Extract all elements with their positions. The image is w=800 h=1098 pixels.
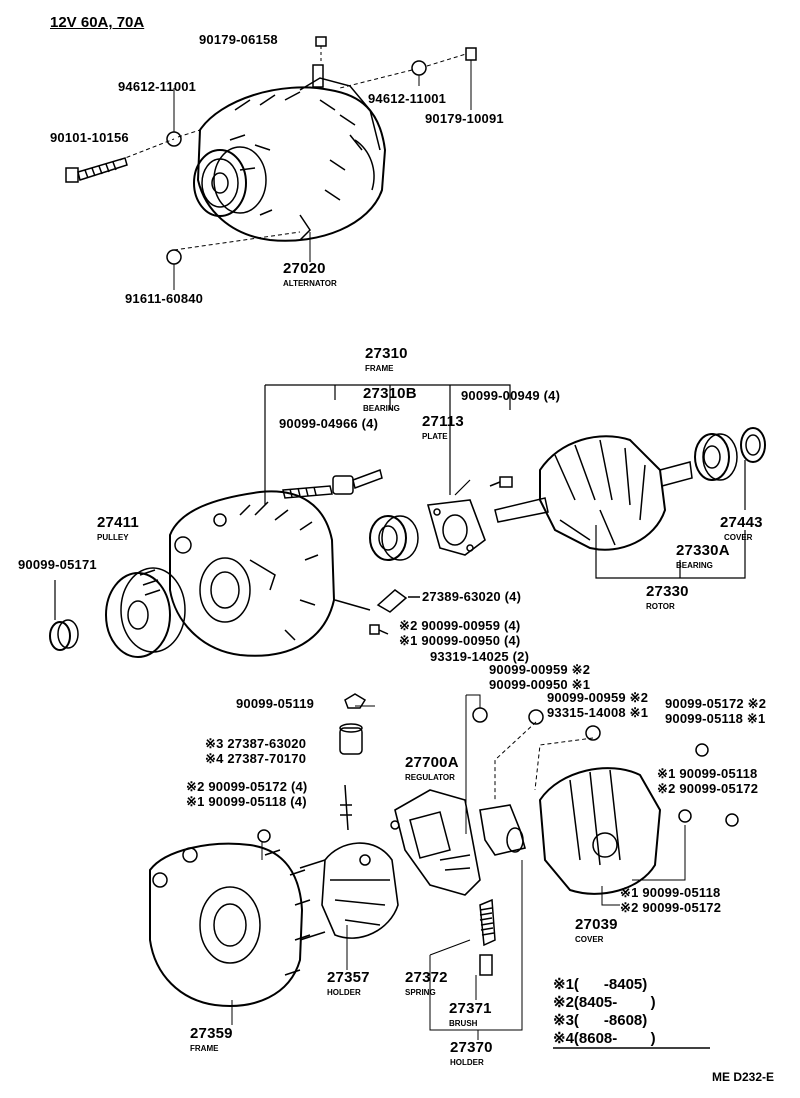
part-27389-63020: 27389-63020 (4) xyxy=(422,589,522,604)
legend-line-3: ※3( -8608) xyxy=(553,1012,648,1029)
part-27387-70170: ※4 27387-70170 xyxy=(205,751,307,766)
pulley-27411-drawing xyxy=(105,567,186,658)
part-27359: 27359 xyxy=(190,1025,233,1042)
alternator-assembly-drawing xyxy=(193,64,387,242)
part-90099-04966: 90099-04966 (4) xyxy=(279,416,379,431)
part-27357: 27357 xyxy=(327,969,370,986)
terminal-drawing xyxy=(339,693,367,755)
part-a2: 90099-00950 ※1 xyxy=(489,677,591,692)
part-27310-name: FRAME xyxy=(365,364,394,373)
part-27330A-name: BEARING xyxy=(676,561,713,570)
part-27020: 27020 xyxy=(283,260,326,277)
diagram-code: ME D232-E xyxy=(712,1070,775,1084)
part-a5: 90099-05172 ※2 xyxy=(665,696,767,711)
part-d2: ※2 90099-05172 xyxy=(620,900,722,915)
screw-marks xyxy=(257,707,739,843)
part-27371-name: BRUSH xyxy=(449,1019,478,1028)
part-90099-00950-4: ※1 90099-00950 (4) xyxy=(399,633,521,648)
part-c1: ※1 90099-05118 xyxy=(657,766,758,781)
frame-bracket-lines xyxy=(54,384,746,620)
part-93319-14025: 93319-14025 (2) xyxy=(430,649,530,664)
part-27372-name: SPRING xyxy=(405,988,436,997)
part-27310B-name: BEARING xyxy=(363,404,400,413)
part-90179-06158: 90179-06158 xyxy=(199,32,278,47)
part-27411-name: PULLEY xyxy=(97,533,129,542)
regulator-27700A-drawing xyxy=(390,789,481,896)
legend-line-4: ※4(8608- ) xyxy=(553,1030,656,1047)
part-a3: 90099-00959 ※2 xyxy=(547,690,649,705)
holder-27357-drawing xyxy=(321,784,399,939)
drive-end-frame-drawing xyxy=(169,490,371,657)
part-90099-00959-4: ※2 90099-00959 (4) xyxy=(399,618,521,633)
part-27370-name: HOLDER xyxy=(450,1058,484,1067)
legend-line-1: ※1( -8405) xyxy=(553,976,648,993)
part-27310B: 27310B xyxy=(363,385,417,402)
part-27371: 27371 xyxy=(449,1000,492,1017)
part-27310: 27310 xyxy=(365,345,408,362)
part-27330-name: ROTOR xyxy=(646,602,675,611)
part-27330A: 27330A xyxy=(676,542,730,559)
part-a1: 90099-00959 ※2 xyxy=(489,662,591,677)
part-d1: ※1 90099-05118 xyxy=(620,885,721,900)
rotor-bearing-drawing xyxy=(694,427,766,481)
part-27113: 27113 xyxy=(422,413,464,430)
part-94612-11001-left: 94612-11001 xyxy=(118,79,197,94)
part-27020-name: ALTERNATOR xyxy=(283,279,337,288)
part-a6: 90099-05118 ※1 xyxy=(665,711,766,726)
part-27387-63020: ※3 27387-63020 xyxy=(205,736,307,751)
part-n1: ※1 90099-05118 (4) xyxy=(186,794,307,809)
part-27039: 27039 xyxy=(575,916,618,933)
part-27411: 27411 xyxy=(97,514,139,531)
part-c2: ※2 90099-05172 xyxy=(657,781,759,796)
brush-holder-drawing xyxy=(479,804,526,976)
part-27330: 27330 xyxy=(646,583,689,600)
part-n2: ※2 90099-05172 (4) xyxy=(186,779,308,794)
part-27372: 27372 xyxy=(405,969,448,986)
rear-cover-27039-drawing xyxy=(538,767,662,895)
bolt-90101-10156-drawing xyxy=(65,157,128,183)
part-27113-name: PLATE xyxy=(422,432,448,441)
legend-line-2: ※2(8405- ) xyxy=(553,994,656,1011)
part-27357-name: HOLDER xyxy=(327,988,361,997)
part-27700A-name: REGULATOR xyxy=(405,773,455,782)
part-90099-00949: 90099-00949 (4) xyxy=(461,388,561,403)
part-90099-05119: 90099-05119 xyxy=(236,696,315,711)
nut-90099-05171-drawing xyxy=(49,619,79,651)
plate-27113-drawing xyxy=(426,476,513,556)
part-94612-11001-right: 94612-11001 xyxy=(368,91,447,106)
part-90101-10156: 90101-10156 xyxy=(50,130,129,145)
part-27370: 27370 xyxy=(450,1039,493,1056)
insulator-drawing xyxy=(369,589,420,635)
part-90099-05171: 90099-05171 xyxy=(18,557,97,572)
through-bolt-drawing xyxy=(282,469,383,499)
part-27443: 27443 xyxy=(720,514,763,531)
part-27359-name: FRAME xyxy=(190,1044,219,1053)
part-27039-name: COVER xyxy=(575,935,604,944)
part-90179-10091: 90179-10091 xyxy=(425,111,504,126)
diagram-title: 12V 60A, 70A xyxy=(50,14,145,31)
part-a4: 93315-14008 ※1 xyxy=(547,705,649,720)
part-27443-name: COVER xyxy=(724,533,753,542)
rear-frame-27359-drawing xyxy=(149,842,326,1007)
rotor-27330-drawing xyxy=(494,435,693,551)
bearing-27310B-drawing xyxy=(369,515,419,561)
part-27700A: 27700A xyxy=(405,754,459,771)
top-leader-lines xyxy=(119,46,472,290)
part-91611-60840: 91611-60840 xyxy=(125,291,204,306)
